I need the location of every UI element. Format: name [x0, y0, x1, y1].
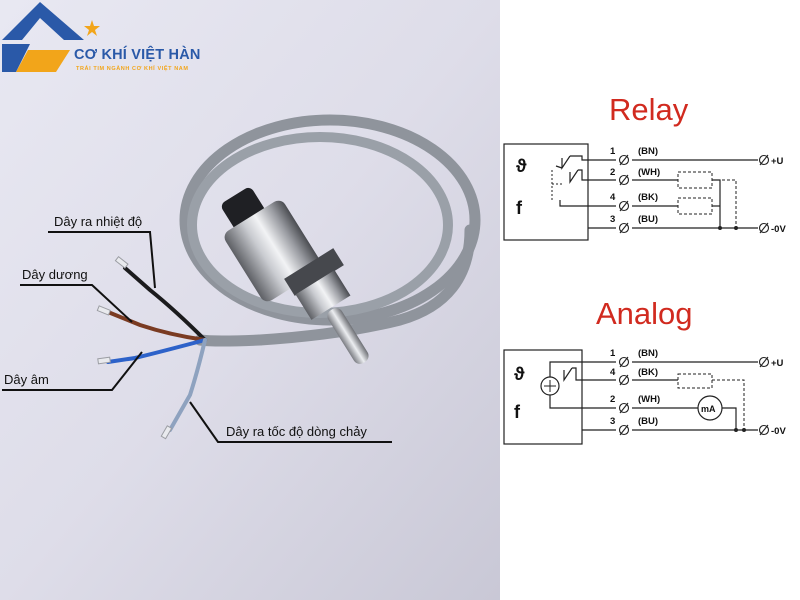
brown-wire [106, 310, 207, 342]
label-temp-wire: Dây ra nhiệt độ [54, 214, 143, 229]
analog-plus-label: +U [771, 358, 784, 369]
sensor-photo-svg [0, 0, 500, 600]
analog-pin-1-code: (BN) [638, 348, 658, 359]
analog-pin-4-code: (BK) [638, 367, 658, 378]
logo-mark [2, 2, 100, 72]
analog-title: Analog [596, 296, 693, 331]
wire-bundle [106, 266, 207, 432]
relay-title: Relay [609, 92, 689, 127]
analog-pin-4-num: 4 [610, 367, 616, 378]
relay-pin-2-code: (WH) [638, 167, 660, 178]
analog-zero-label: -0V [771, 426, 786, 437]
relay-sensor-box [503, 143, 589, 241]
relay-f-symbol: f [516, 198, 523, 218]
relay-pin-3-code: (BU) [638, 214, 658, 225]
analog-pin-2-num: 2 [610, 394, 615, 405]
schematics-panel: Relay Analog ϑ f [500, 0, 800, 600]
relay-zero-label: -0V [771, 224, 786, 235]
sensor-body [221, 187, 369, 364]
analog-diagram: ϑ f [503, 348, 786, 445]
analog-pin-3-code: (BU) [638, 416, 658, 427]
analog-pin-2-code: (WH) [638, 394, 660, 405]
grey-wire [168, 338, 207, 432]
relay-pin-1-num: 1 [610, 146, 616, 157]
relay-theta-symbol: ϑ [516, 156, 527, 176]
brand-tagline: TRÁI TIM NGÀNH CƠ KHÍ VIỆT NAM [76, 66, 189, 72]
label-positive-wire: Dây dương [22, 267, 88, 282]
sensor-photo: CƠ KHÍ VIỆT HÀN TRÁI TIM NGÀNH CƠ KHÍ VI… [0, 0, 500, 600]
analog-meter-label: mA [701, 404, 716, 414]
analog-f-symbol: f [514, 402, 521, 422]
relay-diagram: ϑ f [503, 143, 786, 241]
analog-theta-symbol: ϑ [514, 364, 525, 384]
blue-wire [106, 338, 207, 364]
brand-name: CƠ KHÍ VIỆT HÀN [74, 47, 201, 63]
relay-pin-2-num: 2 [610, 167, 615, 178]
analog-sensor-box [503, 349, 583, 445]
label-negative-wire: Dây âm [4, 372, 49, 387]
label-flow-wire: Dây ra tốc độ dòng chảy [226, 424, 367, 439]
relay-pin-4-num: 4 [610, 192, 616, 203]
wire-ferrules [96, 256, 173, 440]
black-wire [123, 266, 207, 342]
relay-pin-3-num: 3 [610, 214, 615, 225]
analog-pin-1-num: 1 [610, 348, 616, 359]
relay-pin-4-code: (BK) [638, 192, 658, 203]
relay-pin-1-code: (BN) [638, 146, 658, 157]
relay-plus-label: +U [771, 156, 784, 167]
label-leaders [2, 231, 392, 443]
analog-meter [697, 395, 723, 421]
analog-pin-3-num: 3 [610, 416, 615, 427]
schematics-svg: ϑ f [503, 143, 786, 445]
